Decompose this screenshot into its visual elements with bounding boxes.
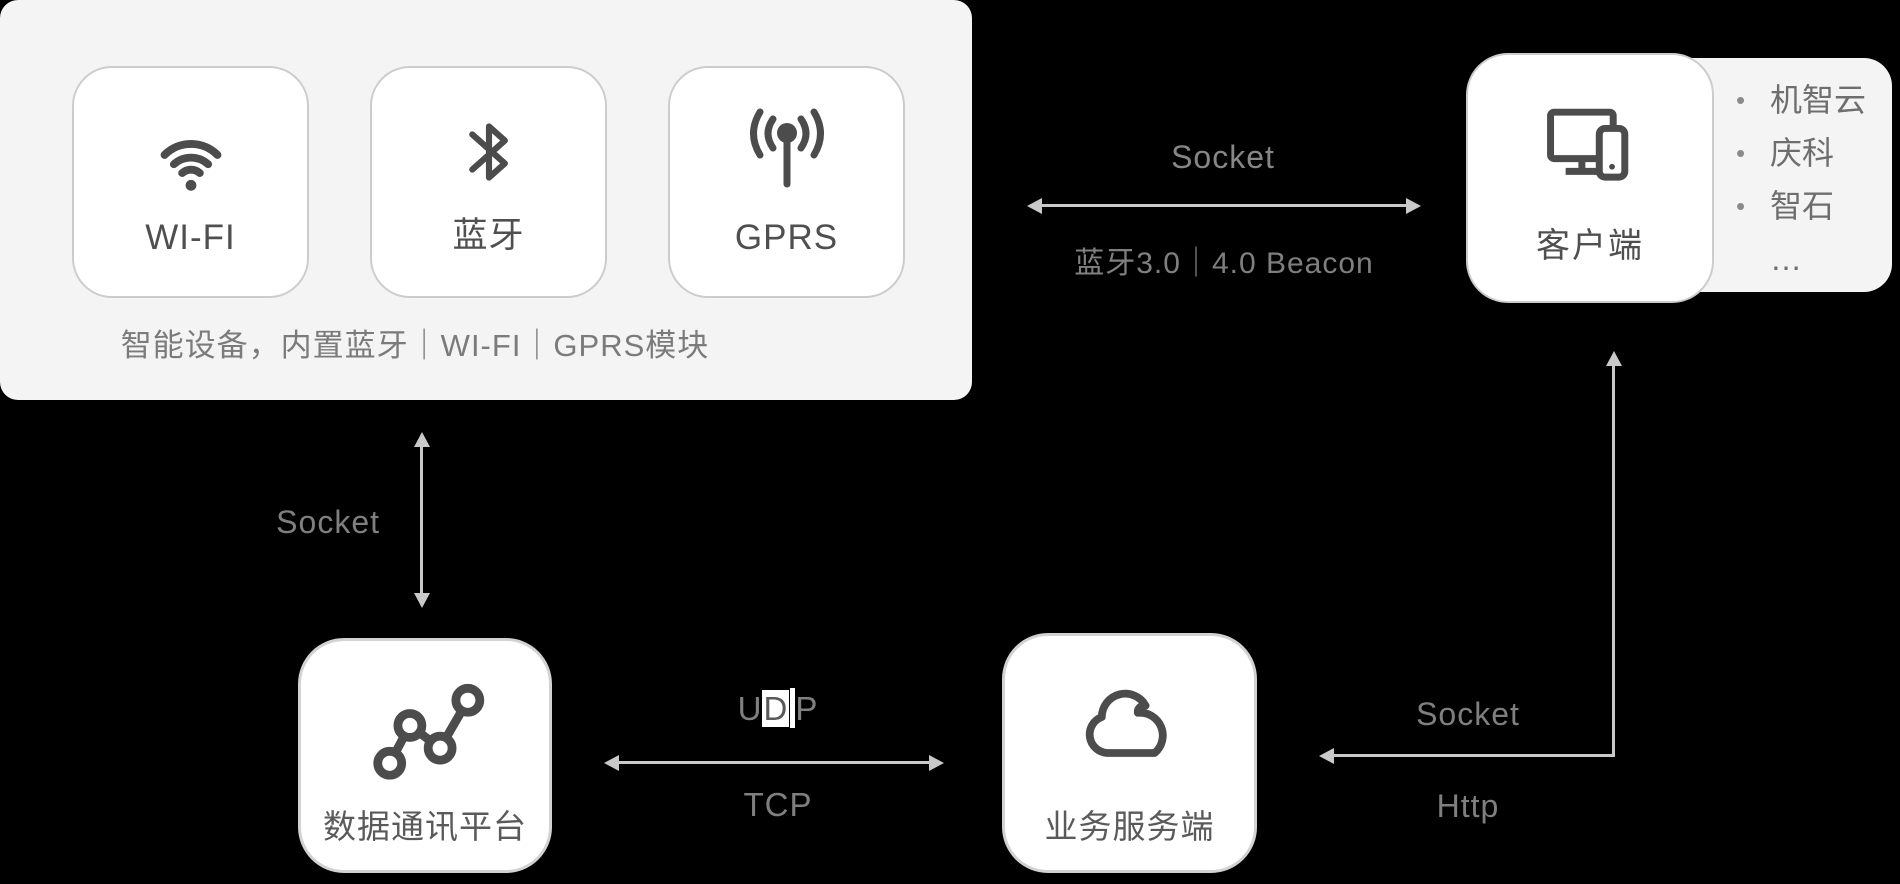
arrowhead-right-icon (929, 754, 944, 771)
vendor-name: 机智云 (1770, 82, 1867, 118)
arrowhead-left-icon (1027, 197, 1042, 214)
client-business-arrow-horizontal (1319, 747, 1615, 764)
client-label: 客户端 (1536, 227, 1644, 265)
vendor-name: 庆科 (1770, 135, 1835, 171)
device-platform-socket-label: Socket (276, 504, 380, 540)
arrowhead-down-icon (413, 593, 430, 608)
antenna-icon (737, 96, 837, 208)
vendor-name: … (1770, 241, 1802, 277)
bullet-icon: • (1736, 191, 1746, 221)
text-caret-icon (790, 688, 796, 728)
tcp-label: TCP (743, 786, 813, 823)
wifi-icon (142, 96, 240, 208)
card-bluetooth-label: 蓝牙 (452, 216, 525, 255)
platform-business-arrow (604, 754, 944, 771)
vendor-name: 智石 (1770, 188, 1835, 224)
client-business-arrow-vertical (1605, 351, 1622, 755)
arrowhead-right-icon (1406, 197, 1421, 214)
bullet-icon: • (1736, 138, 1746, 168)
business-server-label: 业务服务端 (1044, 808, 1215, 845)
card-bluetooth: 蓝牙 (370, 66, 607, 298)
list-item: … (1736, 242, 1892, 276)
udp-letter-d-selected: D (762, 690, 790, 727)
line-chart-icon (362, 665, 488, 791)
arrowhead-up-icon (1605, 351, 1622, 366)
arrowhead-left-icon (604, 754, 619, 771)
device-platform-arrow (413, 432, 430, 608)
bullet-icon: • (1736, 85, 1746, 115)
arrowhead-left-icon (1319, 747, 1334, 764)
device-client-beacon-label: 蓝牙3.0｜4.0 Beacon (1074, 247, 1374, 280)
list-item: • 机智云 (1736, 83, 1892, 117)
device-panel-caption: 智能设备，内置蓝牙｜WI-FI｜GPRS模块 (120, 328, 710, 363)
device-client-arrow (1027, 197, 1421, 214)
business-client-socket-label: Socket (1416, 696, 1520, 732)
list-item: • 智石 (1736, 189, 1892, 223)
cloud-icon (1070, 668, 1190, 790)
udp-letter-u: U (737, 690, 763, 727)
client-box: 客户端 (1466, 53, 1714, 303)
http-label: Http (1436, 788, 1500, 824)
business-server-box: 业务服务端 (1002, 633, 1257, 873)
data-platform-box: 数据通讯平台 (298, 638, 552, 873)
udp-letter-p: P (795, 690, 819, 727)
card-gprs-label: GPRS (734, 218, 839, 257)
device-client-socket-label: Socket (1171, 139, 1275, 175)
list-item: • 庆科 (1736, 136, 1892, 170)
card-wifi-label: WI-FI (145, 218, 236, 257)
arrowhead-up-icon (413, 432, 430, 447)
card-gprs: GPRS (668, 66, 905, 298)
desktop-mobile-icon (1532, 87, 1648, 207)
smart-device-panel: WI-FI 蓝牙 GPRS 智能设备 (0, 0, 972, 400)
card-wifi: WI-FI (72, 66, 309, 298)
data-platform-label: 数据通讯平台 (323, 808, 527, 845)
bluetooth-icon (445, 96, 533, 208)
